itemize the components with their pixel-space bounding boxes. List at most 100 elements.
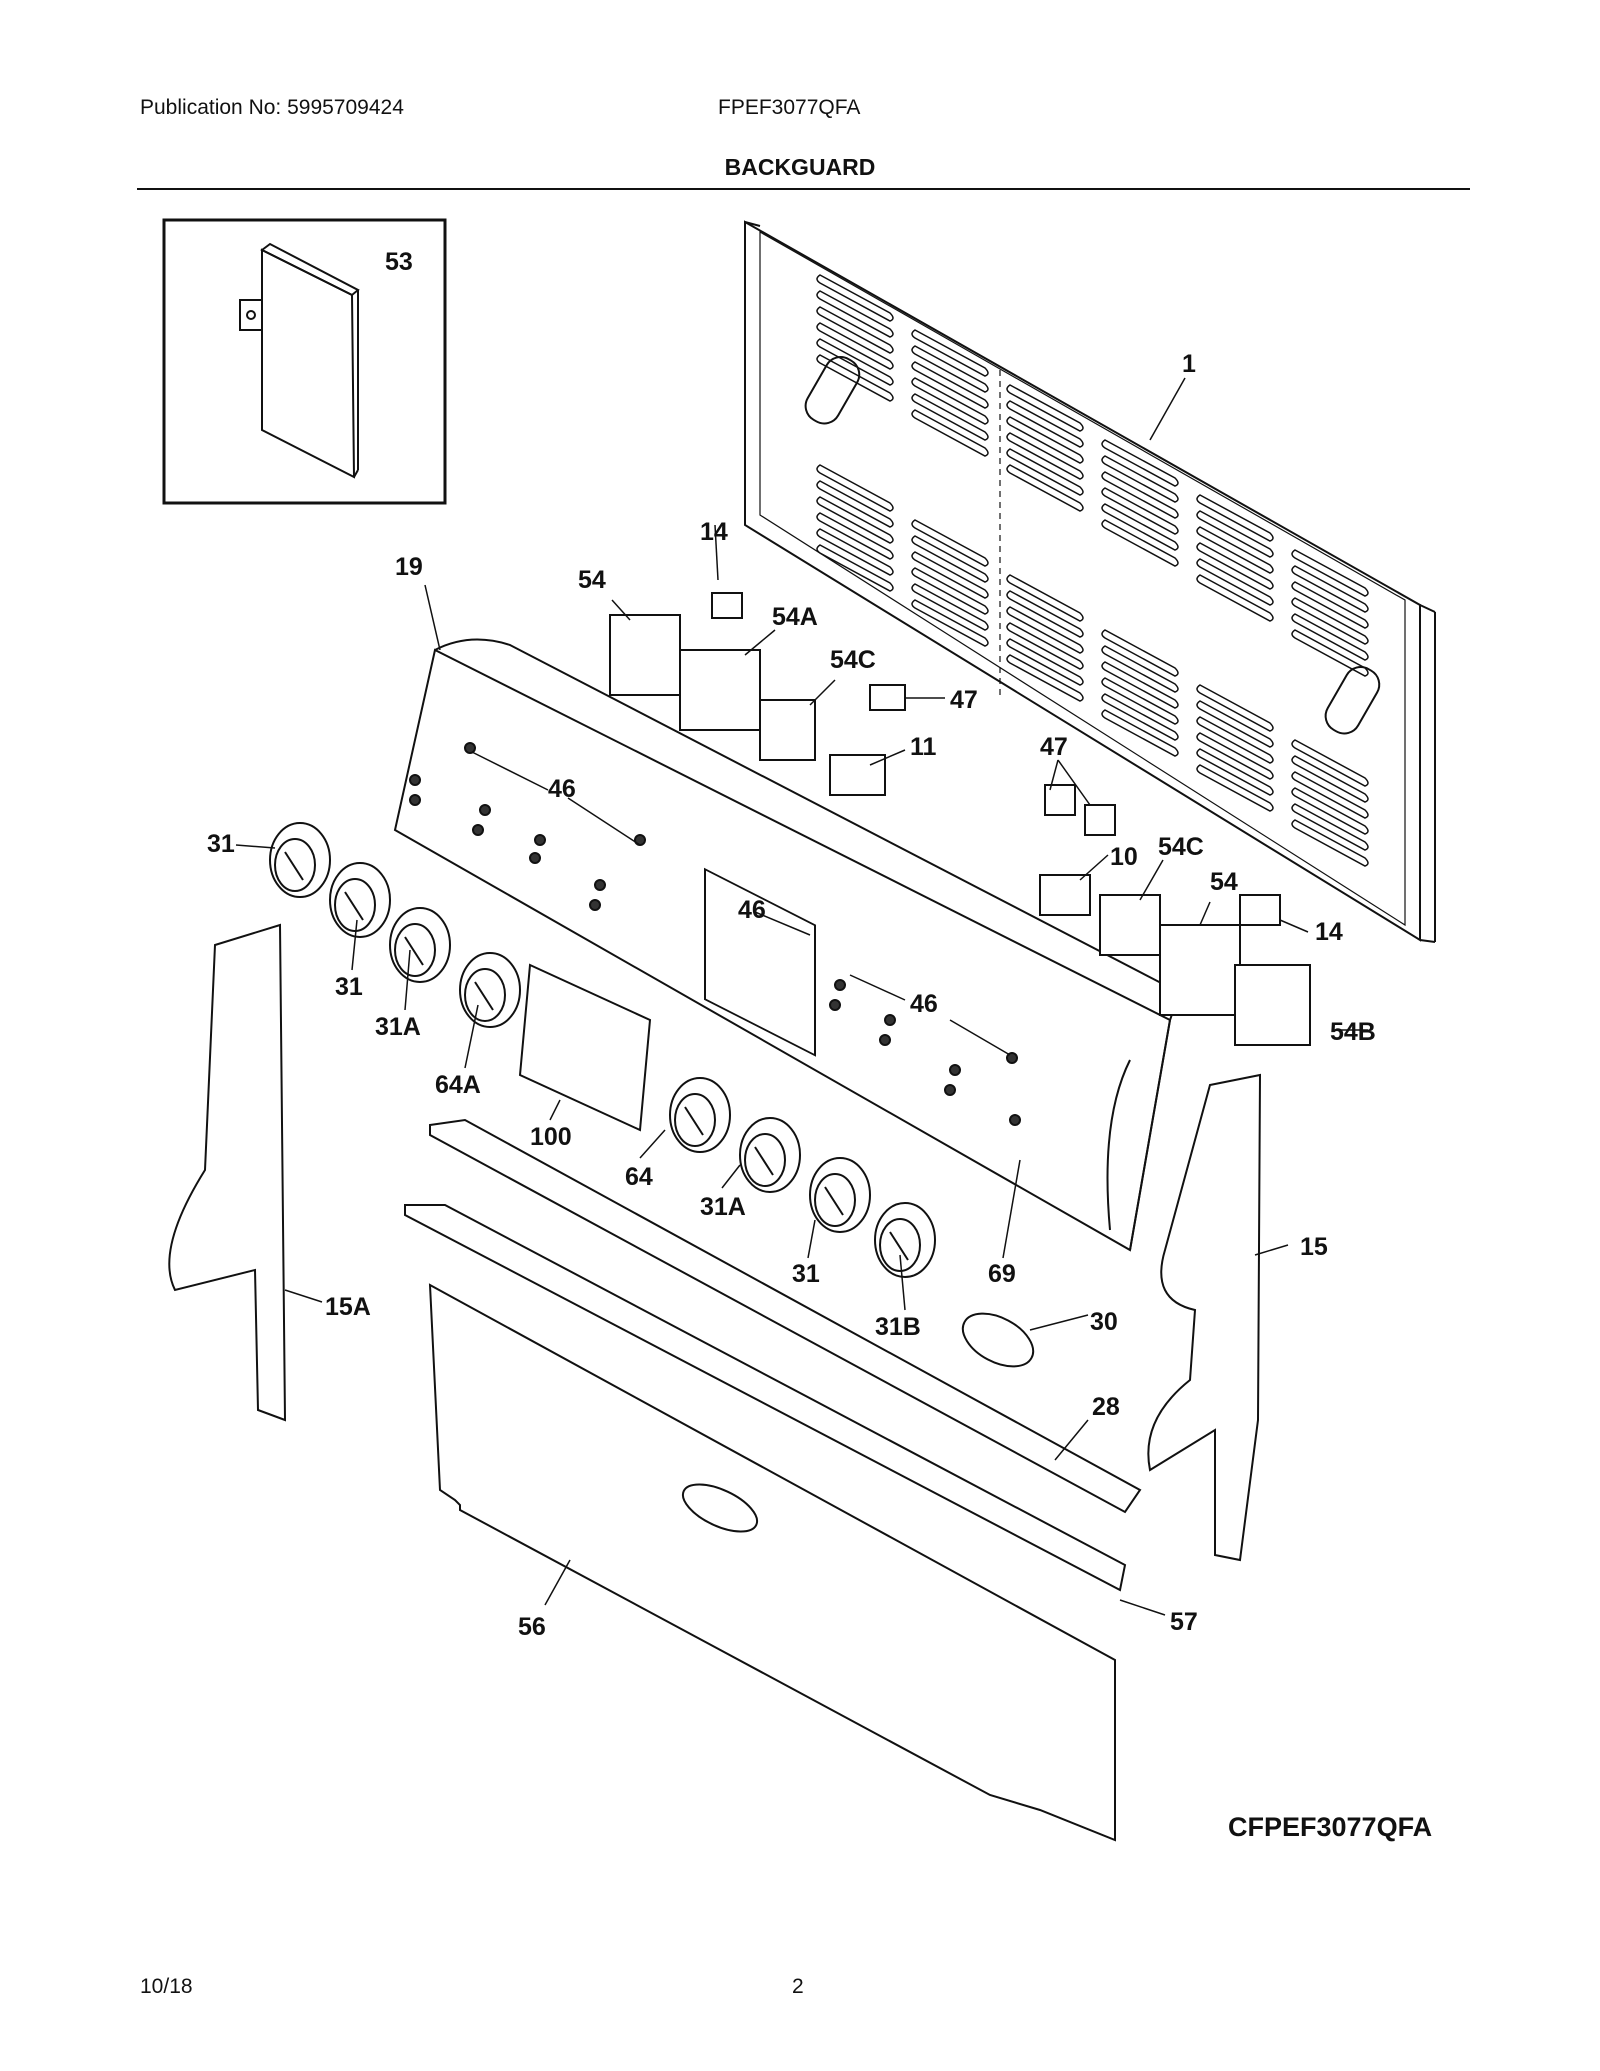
part-53-bracket: [239, 242, 360, 479]
vent-slot: [1101, 455, 1179, 503]
infinite-switches: [609, 592, 1311, 1046]
screw: [829, 999, 841, 1011]
vent-slot: [816, 338, 894, 386]
vent-slot: [1291, 755, 1369, 803]
vent-slot: [1291, 739, 1369, 787]
vent-slot: [1101, 629, 1179, 677]
vent-slot: [1196, 684, 1274, 732]
knob-pointer: [684, 1106, 704, 1136]
screw: [409, 794, 421, 806]
vent-slot: [1101, 693, 1179, 741]
callout-54B: 54B: [1330, 1018, 1376, 1046]
screw: [879, 1034, 891, 1046]
vent-slot: [1196, 510, 1274, 558]
title-divider: [137, 188, 1470, 190]
screw: [534, 834, 546, 846]
vent-slot: [911, 567, 989, 615]
vent-slot: [911, 551, 989, 599]
vent-slot: [1101, 709, 1179, 757]
vent-slot: [1006, 654, 1084, 702]
screw: [884, 1014, 896, 1026]
page-number: 2: [792, 1975, 804, 1998]
callout-47-right: 47: [1040, 733, 1068, 761]
vent-slot: [1006, 638, 1084, 686]
vent-slot: [1196, 494, 1274, 542]
screw: [949, 1064, 961, 1076]
callout-54C-right: 54C: [1158, 833, 1204, 861]
callout-54-top: 54: [578, 566, 606, 594]
screw: [834, 979, 846, 991]
vent-slot: [816, 544, 894, 592]
vent-slot: [911, 535, 989, 583]
vent-slot: [1196, 574, 1274, 622]
knob-pointer: [404, 936, 424, 966]
vent-slot: [816, 528, 894, 576]
screw: [409, 774, 421, 786]
knob-pointer: [284, 851, 304, 881]
vent-slot: [1101, 677, 1179, 725]
vent-slot: [911, 329, 989, 377]
vent-slot: [816, 306, 894, 354]
vent-slot: [1101, 645, 1179, 693]
callout-28: 28: [1092, 1393, 1120, 1421]
part-15-right-endcap: [1147, 1073, 1262, 1562]
vent-slot: [1196, 700, 1274, 748]
vent-slot: [816, 464, 894, 512]
knob: [814, 1173, 856, 1227]
knob: [744, 1133, 786, 1187]
screw: [944, 1084, 956, 1096]
control-knobs: [269, 822, 936, 1278]
callout-47-top: 47: [950, 686, 978, 714]
vent-slot: [1006, 606, 1084, 654]
callout-30: 30: [1090, 1308, 1118, 1336]
screw: [1009, 1114, 1021, 1126]
vent-slot: [1006, 464, 1084, 512]
vent-slot: [1291, 565, 1369, 613]
knob: [274, 838, 316, 892]
callout-100: 100: [530, 1123, 572, 1151]
callout-54C-top: 54C: [830, 646, 876, 674]
callout-64A: 64A: [435, 1071, 481, 1099]
vent-slot: [1006, 432, 1084, 480]
vent-slot: [911, 409, 989, 457]
part-19-control-panel: [393, 638, 1175, 1252]
vent-slot: [1006, 590, 1084, 638]
leader-lines: [235, 377, 1368, 1616]
knob: [334, 878, 376, 932]
vent-slot: [816, 354, 894, 402]
vent-slot: [1291, 771, 1369, 819]
vent-slot: [1101, 503, 1179, 551]
vent-slot: [816, 512, 894, 560]
screw: [589, 899, 601, 911]
vent-slot: [1196, 526, 1274, 574]
vent-slot: [911, 519, 989, 567]
callout-64: 64: [625, 1163, 653, 1191]
screw: [472, 824, 484, 836]
vent-slot: [1291, 819, 1369, 867]
vent-slot: [1101, 487, 1179, 535]
vent-slot: [911, 599, 989, 647]
vent-slot: [1291, 787, 1369, 835]
vent-slot: [911, 345, 989, 393]
vent-slot: [1196, 558, 1274, 606]
inset-box: [162, 218, 447, 505]
callout-19: 19: [395, 553, 423, 581]
vent-slot: [1196, 542, 1274, 590]
vent-slot: [1006, 384, 1084, 432]
callout-31-right: 31: [792, 1260, 820, 1288]
vent-slot: [1006, 400, 1084, 448]
callout-10: 10: [1110, 843, 1138, 871]
knob-pointer: [474, 981, 494, 1011]
vent-slot: [1006, 448, 1084, 496]
vent-slot: [1006, 574, 1084, 622]
knob-pointer: [824, 1186, 844, 1216]
callout-14-right: 14: [1315, 918, 1343, 946]
callout-14-top: 14: [700, 518, 728, 546]
knob: [394, 923, 436, 977]
vent-slot: [1196, 716, 1274, 764]
callout-54A: 54A: [772, 603, 818, 631]
callout-15A: 15A: [325, 1293, 371, 1321]
vent-slot: [911, 393, 989, 441]
page-title: BACKGUARD: [724, 154, 876, 180]
